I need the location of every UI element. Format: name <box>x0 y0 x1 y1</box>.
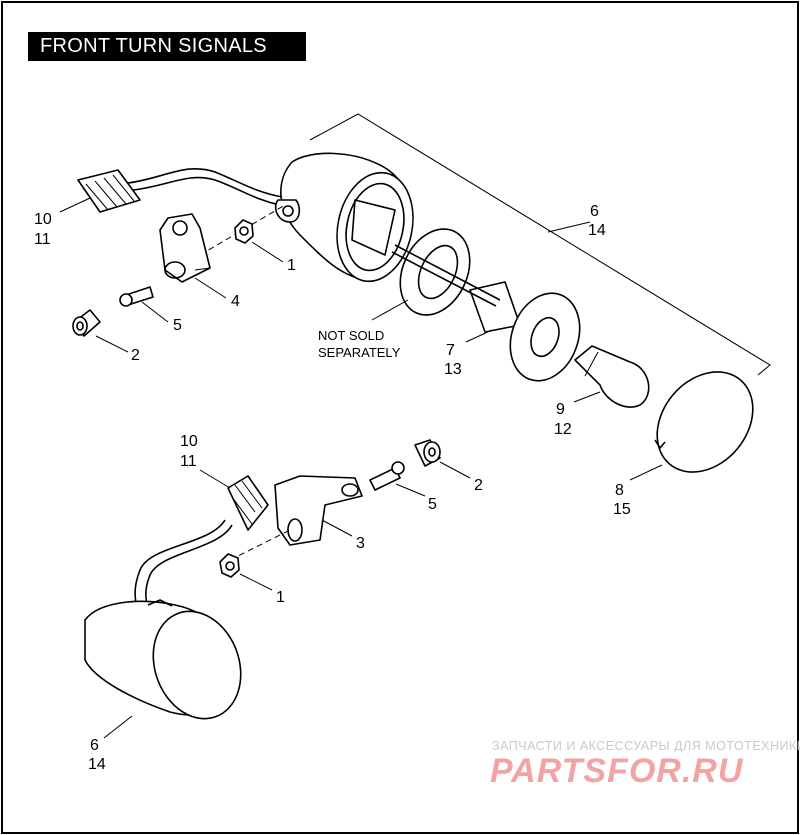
note-line-2: SEPARATELY <box>318 345 401 360</box>
bottom-insert <box>414 439 441 467</box>
callout-bottom-11: 11 <box>180 453 197 470</box>
callout-top-6: 6 <box>590 203 599 220</box>
callout-top-10: 10 <box>34 211 52 228</box>
callout-bottom-2: 2 <box>474 477 483 494</box>
callout-top-15: 15 <box>613 501 631 518</box>
bulb-socket <box>391 244 581 382</box>
top-connector <box>77 168 283 213</box>
watermark-logo: PARTSFOR.RU <box>490 752 744 790</box>
callout-top-4: 4 <box>231 293 240 310</box>
callout-top-13: 13 <box>444 361 462 378</box>
callout-top-14: 14 <box>588 222 606 239</box>
callout-top-9: 9 <box>556 401 565 418</box>
bottom-connector <box>134 475 269 613</box>
top-set-screw <box>119 286 154 307</box>
diagram-title: FRONT TURN SIGNALS <box>28 32 306 61</box>
callout-top-2: 2 <box>131 347 140 364</box>
top-mount-bracket <box>159 213 211 283</box>
callout-bottom-14: 14 <box>88 756 106 773</box>
callout-top-5: 5 <box>173 317 182 334</box>
callout-bottom-10: 10 <box>180 433 198 450</box>
watermark-tagline: ЗАПЧАСТИ И АКСЕССУАРЫ ДЛЯ МОТОТЕХНИКИ <box>492 739 800 753</box>
callout-top-1: 1 <box>287 257 296 274</box>
not-sold-separately-note: NOT SOLD SEPARATELY <box>318 328 401 360</box>
bottom-nut <box>219 553 240 578</box>
leader-lines <box>59 197 663 739</box>
callout-bottom-3: 3 <box>356 535 365 552</box>
callout-labels: 10 11 1 4 5 2 6 14 7 13 9 12 8 15 10 11 … <box>34 203 631 773</box>
bottom-set-screw <box>369 461 405 491</box>
top-nut <box>234 219 254 244</box>
bulb <box>574 345 650 408</box>
callout-bottom-6: 6 <box>90 737 99 754</box>
callout-bottom-1: 1 <box>276 589 285 606</box>
callout-top-8: 8 <box>615 482 624 499</box>
lens <box>654 371 754 473</box>
note-line-1: NOT SOLD <box>318 328 384 343</box>
top-signal-housing <box>199 152 414 283</box>
callout-top-12: 12 <box>554 421 572 438</box>
callout-bottom-5: 5 <box>428 496 437 513</box>
callout-top-7: 7 <box>446 342 455 359</box>
bottom-signal-housing <box>84 599 242 720</box>
bottom-mount-bracket <box>229 475 363 561</box>
assembly-bracket <box>309 113 771 376</box>
callout-top-11: 11 <box>34 231 51 248</box>
top-insert <box>72 309 101 337</box>
